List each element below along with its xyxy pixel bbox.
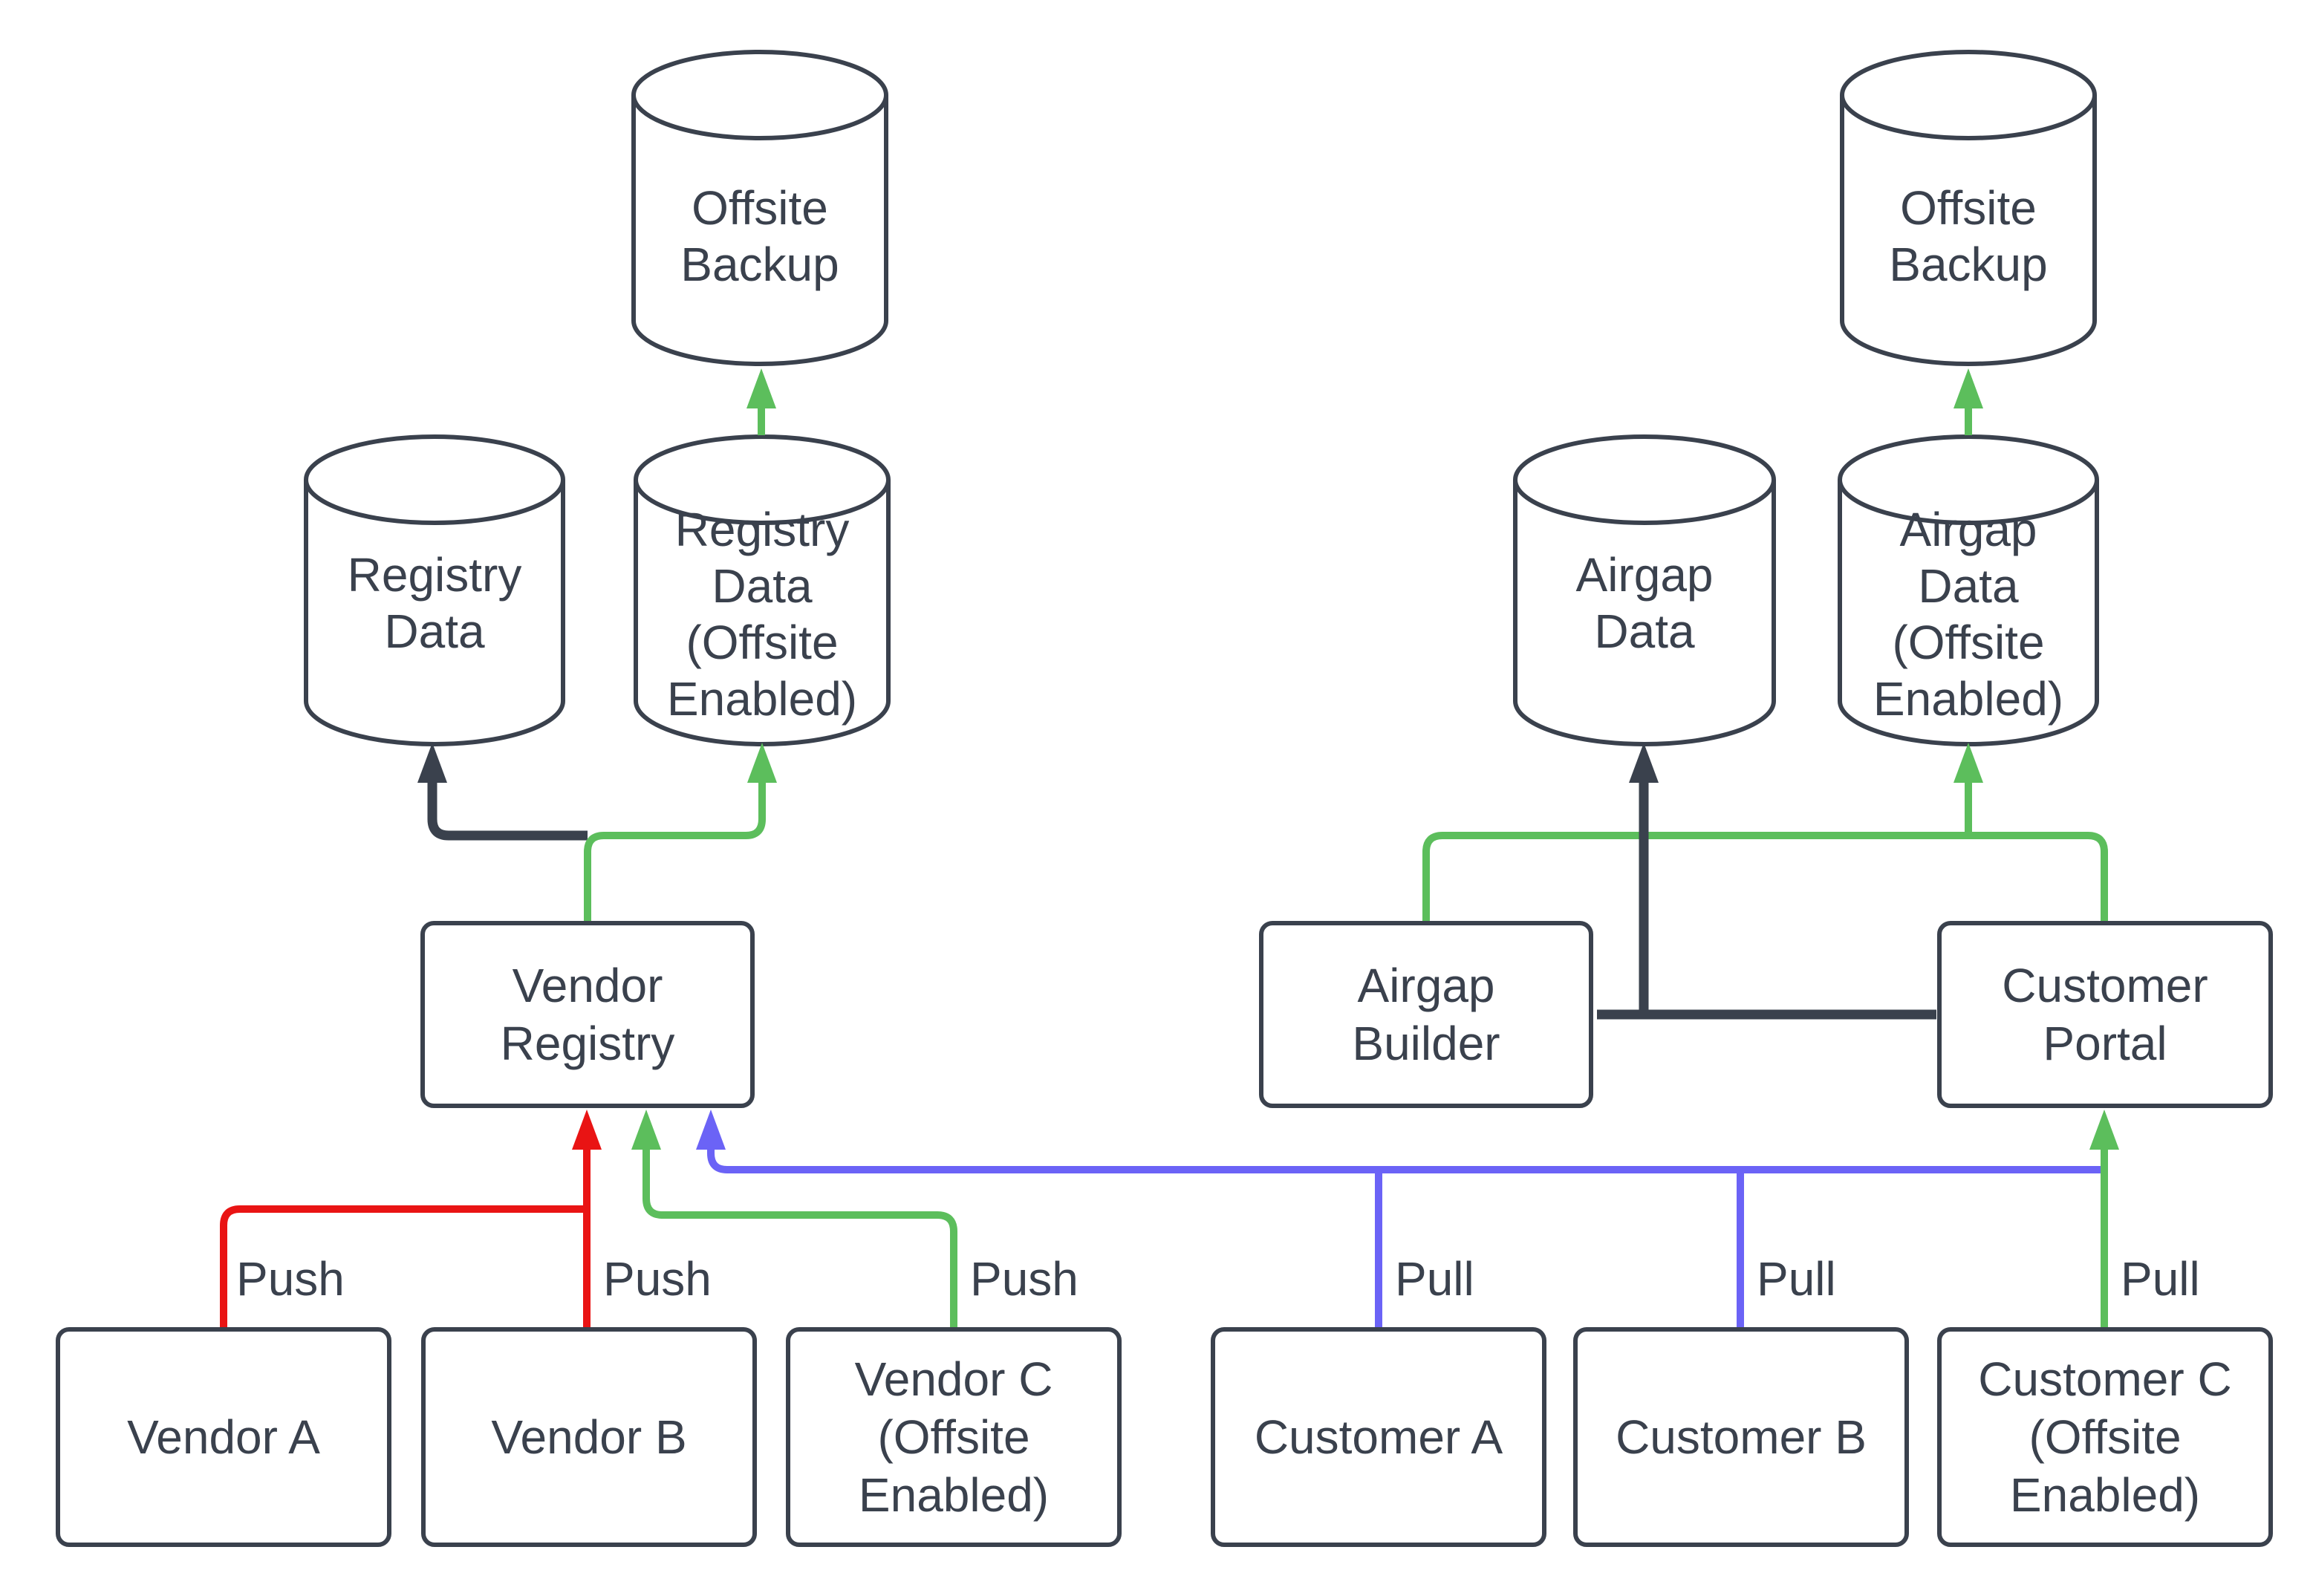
edge-label-pull-customer-a: Pull	[1395, 1252, 1474, 1306]
cylinder-registry-data-offsite	[634, 434, 891, 746]
arrowhead-green-into-vendor-registry	[631, 1110, 661, 1150]
label-registry-data-offsite: Registry Data (Offsite Enabled)	[666, 503, 858, 726]
edge-pull-blue	[707, 1148, 2104, 1327]
label-registry-data: Registry Data	[347, 548, 522, 658]
edge-vendor-c-push	[642, 1148, 957, 1327]
node-customer-a: Customer A	[1211, 1327, 1546, 1547]
label-offsite-backup-right: Offsite Backup	[1889, 181, 2048, 291]
label-offsite-backup-left: Offsite Backup	[680, 181, 839, 291]
arrowhead-dark-into-registry-data	[417, 743, 447, 783]
arrowhead-green-into-offsite-backup-right	[1953, 368, 1983, 408]
edge-label-pull-customer-c: Pull	[2121, 1252, 2200, 1306]
node-vendor-registry: Vendor Registry	[420, 921, 755, 1108]
node-vendor-a: Vendor A	[56, 1327, 391, 1547]
node-airgap-builder: Airgap Builder	[1259, 921, 1593, 1108]
arrowhead-green-into-offsite-backup-left	[746, 368, 776, 408]
cylinder-offsite-backup-left	[631, 50, 888, 366]
edge-label-push-vendor-c: Push	[970, 1252, 1079, 1306]
edge-vendor-registry-to-registry-data	[427, 780, 588, 841]
edge-label-push-vendor-b: Push	[603, 1252, 712, 1306]
node-customer-portal: Customer Portal	[1937, 921, 2273, 1108]
label-airgap-data-offsite: Airgap Data (Offsite Enabled)	[1873, 503, 2064, 726]
node-vendor-b: Vendor B	[421, 1327, 757, 1547]
arrowhead-dark-into-airgap-data	[1629, 743, 1659, 783]
edge-push-red	[220, 1148, 591, 1327]
edge-label-push-vendor-a: Push	[236, 1252, 345, 1306]
cylinder-registry-data	[304, 434, 565, 746]
cylinder-airgap-data	[1513, 434, 1776, 746]
edge-airgap-builder-to-customer-portal-green	[1422, 832, 2108, 921]
arrowhead-blue-into-vendor-registry	[696, 1110, 726, 1150]
edge-customer-portal-to-vendor-registry	[707, 1148, 2104, 1173]
node-customer-c: Customer C (Offsite Enabled)	[1937, 1327, 2273, 1547]
edge-label-pull-customer-b: Pull	[1757, 1252, 1836, 1306]
arrowhead-green-into-airgap-data-offsite	[1953, 743, 1983, 783]
edge-vendor-a-push	[220, 1205, 587, 1327]
arrowhead-green-into-registry-data-offsite	[747, 743, 777, 783]
node-vendor-c: Vendor C (Offsite Enabled)	[786, 1327, 1122, 1547]
edge-vendor-registry-to-registry-data-offsite	[584, 780, 766, 921]
arrowhead-red-into-vendor-registry	[572, 1110, 602, 1150]
node-customer-b: Customer B	[1573, 1327, 1909, 1547]
cylinder-offsite-backup-right	[1840, 50, 2097, 366]
label-airgap-data: Airgap Data	[1575, 548, 1714, 658]
arrowhead-green-into-customer-portal	[2089, 1110, 2119, 1150]
